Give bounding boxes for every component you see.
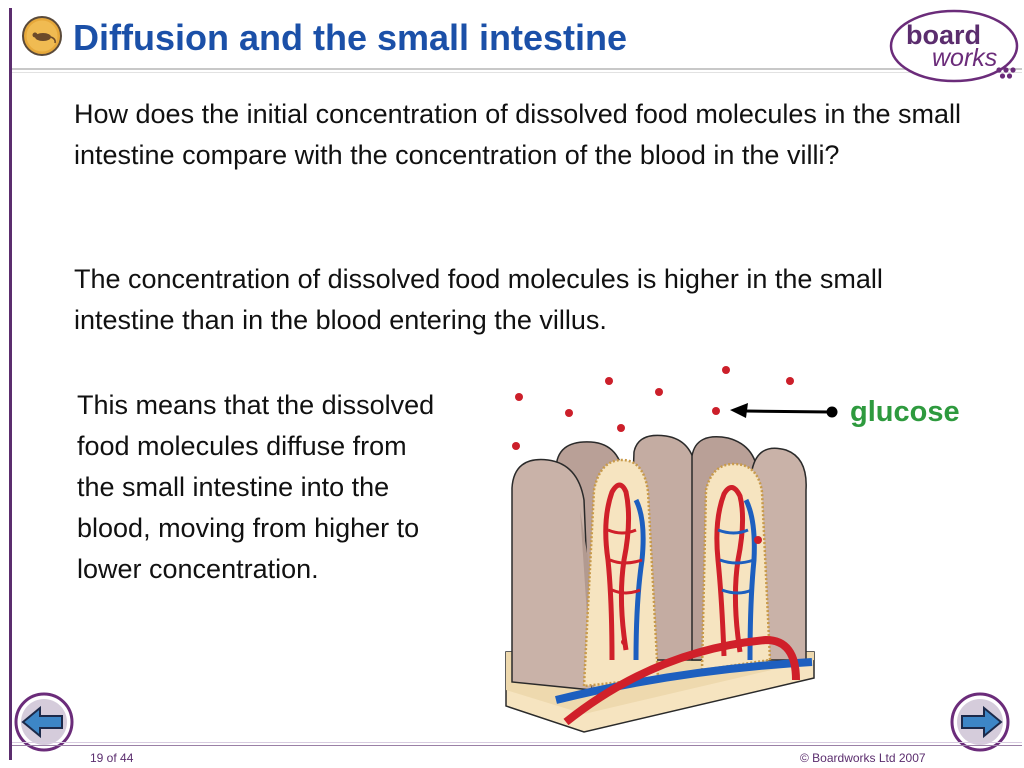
logo-works-text: works [932,44,997,72]
mouse-badge-icon [22,16,62,56]
left-border-rule [9,8,12,760]
boardworks-logo: board works [889,9,1019,83]
arrow-left-icon[interactable] [14,692,74,752]
footer-divider [12,745,1022,746]
arrow-right-icon[interactable] [950,692,1010,752]
glucose-label: glucose [850,396,960,428]
title-divider-light [12,72,1022,73]
villi-diagram [505,366,815,733]
logo-board-text: board [906,20,981,50]
explanation-text: This means that the dissolved food molec… [77,390,435,584]
glucose-particles [512,366,794,645]
glucose-pointer-arrow [730,403,838,418]
question-text: How does the initial concentration of di… [74,99,961,170]
page-counter: 19 of 44 [90,751,134,765]
title-divider [12,68,1022,70]
footer-divider-light [12,742,1022,743]
page-title: Diffusion and the small intestine [73,17,628,58]
answer-text: The concentration of dissolved food mole… [74,264,883,335]
copyright-notice: © Boardworks Ltd 2007 [800,751,926,765]
